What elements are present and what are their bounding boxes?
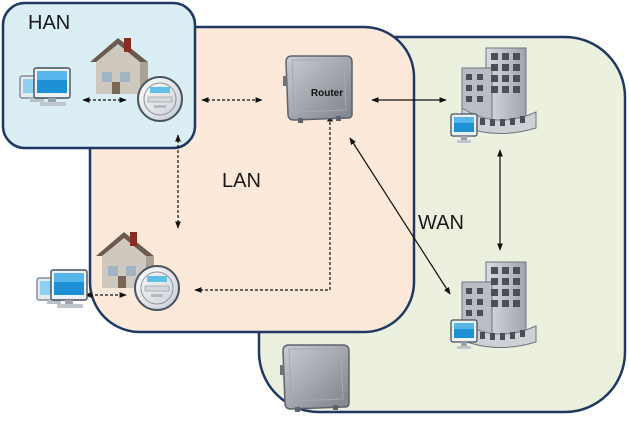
connectors: [82, 97, 503, 298]
link-router-building-bottom: [349, 137, 451, 295]
wan-label: WAN: [418, 212, 464, 234]
smart-meter-icon: [137, 76, 183, 122]
han-label: HAN: [28, 12, 71, 34]
link-lan-meter-router: [194, 114, 333, 293]
lan-label: LAN: [222, 170, 261, 192]
router-icon: [279, 344, 350, 413]
smart-meter-icon: [134, 265, 180, 311]
desktop-computer-icon: [36, 269, 88, 309]
router-label: Router: [310, 88, 344, 99]
